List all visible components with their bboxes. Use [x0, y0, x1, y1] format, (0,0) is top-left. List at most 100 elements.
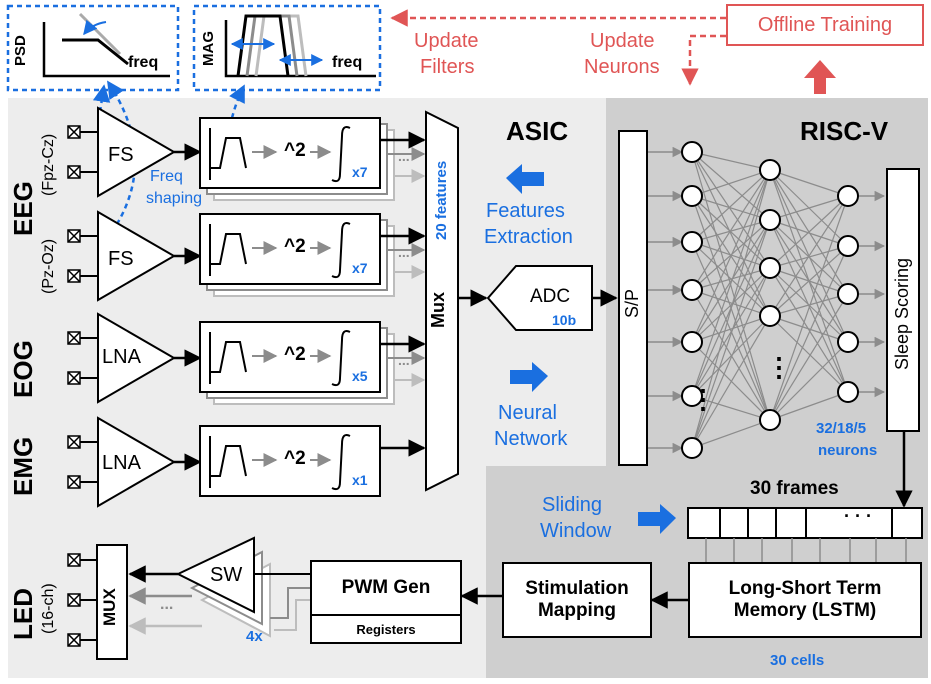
nn-edge-1-6-4	[691, 419, 771, 449]
neuron-1-2	[759, 257, 781, 279]
sliding-window-label-1: Sliding	[542, 494, 603, 516]
integral-icon-1	[331, 222, 351, 279]
nn-edge-1-6-0	[691, 169, 771, 449]
nn-edge-2-3-3	[769, 315, 849, 343]
nn-edge-2-2-0	[769, 195, 849, 269]
feature-row-1	[199, 213, 381, 285]
neural-network-arrow	[510, 362, 548, 392]
electrode-x-3-1	[67, 475, 81, 489]
electrode-x-2-0	[67, 331, 81, 345]
neuron-0-3	[681, 279, 703, 301]
pwm-to-sw2	[270, 587, 310, 619]
nn-edge-2-1-4	[769, 219, 849, 393]
stim-block: Stimulation Mapping	[502, 562, 652, 638]
mult-label-2: x5	[352, 368, 368, 384]
features-extraction-arrow	[506, 164, 544, 194]
neuron-2-3	[837, 331, 859, 353]
freq-shaping-label-1: Freq	[150, 168, 183, 185]
update-neurons-label-1: Update	[590, 30, 655, 52]
amp-2	[97, 312, 176, 404]
psd-ylabel: PSD	[12, 35, 29, 66]
nn-edge-2-1-1	[769, 219, 849, 247]
electrode-x-0-1	[67, 165, 81, 179]
mux-shape	[425, 110, 459, 492]
led-ch-label: (16-ch)	[40, 583, 57, 634]
psd-axes	[42, 22, 170, 78]
mult-label-0: x7	[352, 164, 368, 180]
asic-label: ASIC	[506, 116, 569, 146]
electrode-x-3-0	[67, 435, 81, 449]
square-label-0: ^2	[284, 140, 306, 161]
fs1-label: FS	[108, 144, 134, 166]
square-label-2: ^2	[284, 344, 306, 365]
electrode-x-2-1	[67, 371, 81, 385]
nn-edge-1-1-0	[691, 169, 771, 197]
psd-plot-box	[6, 4, 180, 92]
nn-edge-2-3-1	[769, 245, 849, 317]
frames-label: 30 frames	[750, 478, 839, 499]
lna-emg-label: LNA	[102, 452, 141, 474]
sw-label: SW	[210, 564, 243, 586]
registers-label: Registers	[356, 621, 416, 637]
nn-edge-1-4-0	[691, 169, 771, 343]
nn-edge-1-0-0	[691, 151, 771, 171]
sp-block	[618, 130, 648, 466]
led-pin-x-0	[67, 553, 81, 567]
nn-edge-2-3-4	[769, 315, 849, 393]
bandpass-icon-2	[209, 332, 247, 384]
feature-rows	[199, 117, 426, 497]
nn-edge-1-6-2	[691, 267, 771, 449]
nn-neurons	[681, 141, 859, 459]
square-label-3: ^2	[284, 448, 306, 469]
neural-network-label-2: Network	[494, 428, 568, 450]
lstm-cells-label: 30 cells	[770, 652, 825, 669]
offline-training-box: Offline Training	[726, 4, 924, 46]
update-filters-label-1: Update	[414, 30, 479, 52]
electrode-inputs	[67, 125, 100, 647]
freq-shaping-arc	[106, 80, 137, 233]
nn-edge-1-3-0	[691, 169, 771, 291]
nn-edge-2-3-0	[769, 195, 849, 317]
nn-edge-1-6-1	[691, 219, 771, 449]
sliding-window-label-2: Window	[540, 520, 612, 542]
adc-label: ADC	[530, 286, 571, 307]
pwm-label: PWM Gen	[341, 577, 431, 598]
row-dots-0: ...	[398, 148, 410, 164]
row-dots-2: ...	[398, 352, 410, 368]
feature-row-2	[199, 321, 381, 393]
amplifiers	[97, 106, 202, 508]
nn-connections	[648, 146, 886, 454]
nn-edge-1-6-3	[691, 315, 771, 449]
neuron-2-1	[837, 235, 859, 257]
nn-edge-2-3-2	[769, 293, 849, 317]
psd-feed-arrow	[92, 84, 111, 113]
training-up-arrow	[804, 60, 836, 94]
eog-label: EOG	[8, 340, 38, 398]
bandpass-icon-3	[209, 436, 247, 488]
frame-dots: · · ·	[844, 506, 872, 526]
sp-label: S/P	[622, 288, 642, 318]
integral-icon-2	[331, 330, 351, 387]
neuron-0-5	[681, 385, 703, 407]
led-mux-block	[96, 544, 128, 660]
nn-vdots-2: ⋮	[766, 352, 792, 382]
led-pin-x-1	[67, 593, 81, 607]
nn-edge-1-1-2	[691, 195, 771, 269]
nn-edge-2-4-4	[769, 391, 849, 421]
nn-edge-1-4-3	[691, 315, 771, 343]
mag-plot-box	[192, 4, 382, 92]
nn-edge-1-4-1	[691, 219, 771, 343]
sliding-window-arrow	[638, 504, 676, 534]
led-pin-x-2	[67, 633, 81, 647]
neuron-1-1	[759, 209, 781, 231]
emg-label: EMG	[8, 436, 38, 496]
mult-label-1: x7	[352, 260, 368, 276]
update-neurons-label-2: Neurons	[584, 56, 660, 78]
neuron-1-0	[759, 159, 781, 181]
electrode-x-1-0	[67, 229, 81, 243]
psd-shaping-arrow	[83, 19, 107, 36]
neuron-0-4	[681, 331, 703, 353]
psd-curve	[62, 38, 129, 66]
